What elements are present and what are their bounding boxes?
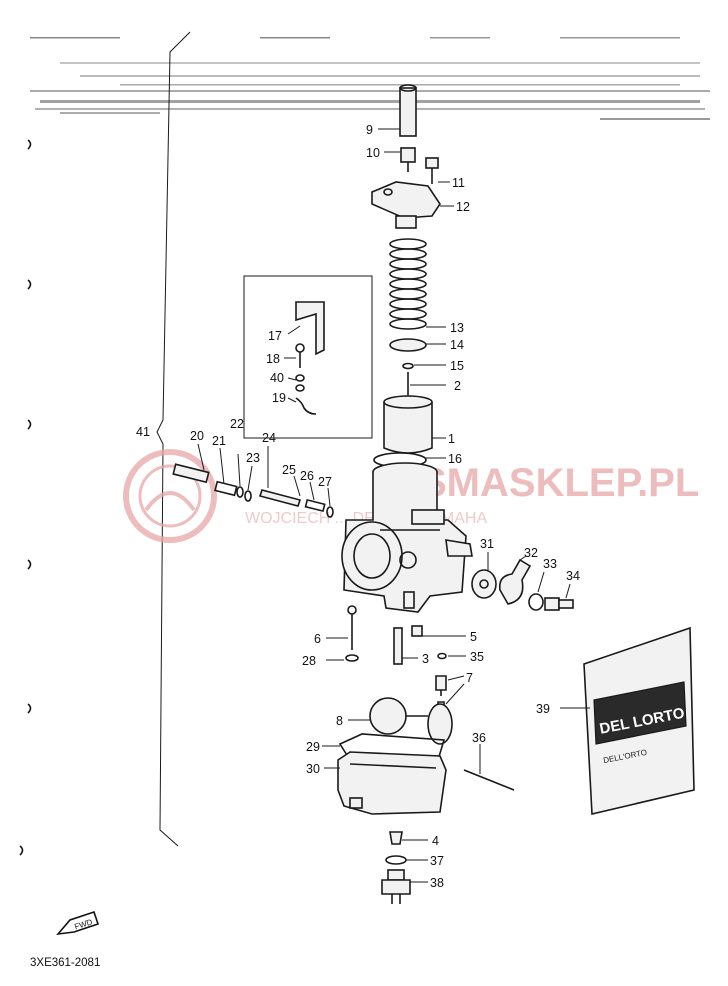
part-label-38: 38 bbox=[430, 876, 444, 890]
scan-noise-band bbox=[30, 37, 710, 120]
part-34-banjo-bolt: 34 bbox=[544, 569, 580, 611]
part-label-21: 21 bbox=[212, 434, 226, 448]
part-label-3: 3 bbox=[422, 652, 429, 666]
part-label-13: 13 bbox=[450, 321, 464, 335]
part-label-11: 11 bbox=[452, 176, 465, 190]
part-11-screw: 11 bbox=[425, 157, 465, 190]
part-label-27: 27 bbox=[318, 475, 332, 489]
diagram-code: 3XE361-2081 bbox=[30, 957, 100, 969]
part-label-25: 25 bbox=[282, 463, 296, 477]
part-39-repair-kit-bag: DEL LORTO DELL'ORTO 39 bbox=[536, 626, 695, 815]
assembly-bracket-41 bbox=[156, 31, 191, 847]
part-33-washer: 33 bbox=[528, 557, 557, 611]
part-label-31: 31 bbox=[480, 537, 494, 551]
part-20-screw: 20 bbox=[172, 429, 210, 484]
watermark: SMASKLEP.PL WOJCIECH ... DEALER YAMAHA bbox=[123, 449, 699, 543]
part-label-28: 28 bbox=[302, 654, 316, 668]
part-35-washer: 35 bbox=[437, 650, 484, 664]
part-label-2: 2 bbox=[454, 379, 461, 393]
part-37-gasket: 37 bbox=[385, 854, 444, 868]
part-6-jet-holder: 6 bbox=[314, 605, 357, 650]
part-23-o-ring: 23 bbox=[244, 451, 260, 502]
part-15-clip: 15 bbox=[402, 359, 464, 373]
part-label-29: 29 bbox=[306, 740, 320, 754]
part-label-1: 1 bbox=[448, 432, 455, 446]
part-label-4: 4 bbox=[432, 834, 439, 848]
carburetor-body bbox=[341, 462, 473, 613]
part-22-washer: 22 bbox=[230, 417, 244, 498]
margin-ticks bbox=[19, 139, 32, 856]
part-5-jet: 5 bbox=[411, 625, 477, 644]
part-label-33: 33 bbox=[543, 557, 557, 571]
part-28-o-ring: 28 bbox=[302, 654, 359, 668]
part-label-5: 5 bbox=[470, 630, 477, 644]
part-label-15: 15 bbox=[450, 359, 464, 373]
part-label-8: 8 bbox=[336, 714, 343, 728]
part-16-gasket: 16 bbox=[373, 452, 462, 468]
watermark-logo-icon bbox=[123, 449, 217, 543]
part-label-26: 26 bbox=[300, 469, 314, 483]
part-label-7: 7 bbox=[466, 671, 473, 685]
part-label-37: 37 bbox=[430, 854, 444, 868]
part-label-23: 23 bbox=[246, 451, 260, 465]
part-label-32: 32 bbox=[524, 546, 538, 560]
part-27-o-ring: 27 bbox=[318, 475, 334, 518]
part-label-17: 17 bbox=[268, 329, 282, 343]
part-label-39: 39 bbox=[536, 702, 550, 716]
part-21-spring: 21 bbox=[212, 434, 238, 497]
part-label-24: 24 bbox=[262, 431, 276, 445]
part-31-diaphragm: 31 bbox=[471, 537, 497, 599]
part-label-10: 10 bbox=[366, 146, 380, 160]
part-14-plate: 14 bbox=[389, 338, 464, 352]
part-38-drain-plug: 38 bbox=[381, 869, 444, 904]
part-label-36: 36 bbox=[472, 731, 486, 745]
part-label-30: 30 bbox=[306, 762, 320, 776]
part-3-needle-jet: 3 bbox=[393, 627, 429, 666]
part-label-12: 12 bbox=[456, 200, 470, 214]
part-4-jet: 4 bbox=[389, 831, 439, 848]
part-label-34: 34 bbox=[566, 569, 580, 583]
part-label-18: 18 bbox=[266, 352, 280, 366]
part-label-14: 14 bbox=[450, 338, 464, 352]
part-13-spring: 13 bbox=[389, 238, 464, 335]
part-30-float-chamber: 30 bbox=[306, 751, 447, 815]
part-10-nut: 10 bbox=[366, 146, 416, 172]
part-9-cable-adjuster: 9 bbox=[366, 84, 417, 137]
part-12-cap: 12 bbox=[371, 181, 470, 229]
part-label-40: 40 bbox=[270, 371, 284, 385]
fwd-arrow-icon: FWD bbox=[56, 910, 100, 936]
part-26-spring: 26 bbox=[300, 469, 326, 513]
part-label-41: 41 bbox=[136, 425, 150, 439]
part-label-20: 20 bbox=[190, 429, 204, 443]
part-label-19: 19 bbox=[272, 391, 286, 405]
inset-box: 17 18 40 19 bbox=[243, 275, 373, 439]
part-label-9: 9 bbox=[366, 123, 373, 137]
part-25-spring: 25 bbox=[282, 463, 301, 497]
part-32-fitting: 32 bbox=[498, 546, 538, 605]
part-label-22: 22 bbox=[230, 417, 244, 431]
part-label-16: 16 bbox=[448, 452, 462, 466]
part-36-hose: 36 bbox=[463, 731, 515, 791]
part-24-screw: 24 bbox=[258, 431, 302, 507]
part-label-35: 35 bbox=[470, 650, 484, 664]
part-label-6: 6 bbox=[314, 632, 321, 646]
watermark-site: SMASKLEP.PL bbox=[420, 461, 699, 505]
part-8-float: 8 bbox=[336, 697, 453, 745]
part-1-throttle-valve: 1 bbox=[383, 395, 455, 454]
